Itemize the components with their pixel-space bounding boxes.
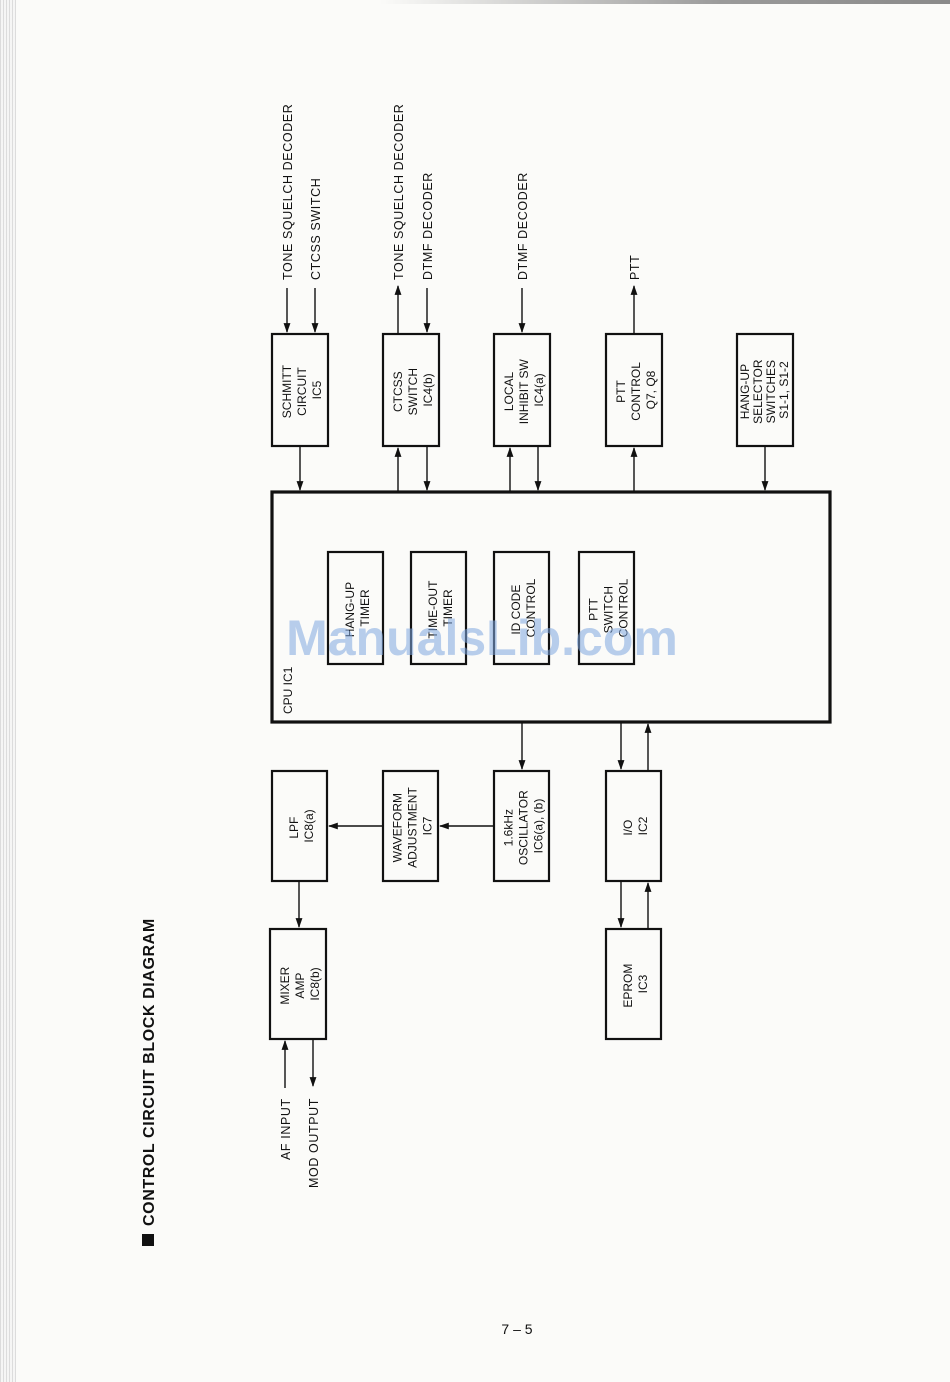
inner-block-ptt-switch-control: PTT SWITCH CONTROL bbox=[577, 550, 636, 666]
waveform-line-1: WAVEFORM bbox=[391, 793, 405, 862]
cpu-label: CPU IC1 bbox=[281, 666, 295, 714]
block-ptt-control: PTT CONTROL Q7, Q8 bbox=[604, 332, 664, 448]
inner-block-id-code-control: ID CODE CONTROL bbox=[492, 550, 551, 666]
block-io: I/O IC2 bbox=[604, 769, 663, 883]
oscillator-line-1: 1.6kHz bbox=[502, 809, 516, 846]
waveform-line-2: ADJUSTMENT bbox=[406, 787, 420, 868]
block-ctcss-switch: CTCSS SWITCH IC4(b) bbox=[381, 332, 441, 448]
connection-wires bbox=[281, 285, 769, 1088]
svg-text:HANG-UP TIMER: HANG-UP TIMER bbox=[343, 579, 372, 637]
ptt-control-line-2: CONTROL bbox=[629, 362, 643, 421]
hangup-selector-line-4: S1-1, S1-2 bbox=[777, 361, 791, 419]
cpu-ic1: CPU IC1 HANG-UP TIMER TIME-OUT TIMER ID … bbox=[270, 490, 832, 724]
svg-text:HANG-UP SELECTOR: HANG-UP SELECTOR SWITCHES S1-1, S1-2 bbox=[738, 356, 791, 424]
eprom-line-2: IC3 bbox=[636, 974, 650, 993]
eprom-line-1: EPROM bbox=[621, 964, 635, 1008]
svg-text:I/O IC2: I/O IC2 bbox=[621, 816, 650, 835]
svg-text:SCHMITT CIRCUIT: SCHMITT CIRCUIT IC5 bbox=[280, 362, 324, 418]
waveform-line-3: IC7 bbox=[421, 816, 435, 835]
watermark: ManualsLib.com bbox=[286, 610, 678, 666]
ctcss-line-3: IC4(b) bbox=[421, 373, 435, 406]
signal-dtmf-decoder-2: DTMF DECODER bbox=[516, 172, 530, 280]
block-eprom: EPROM IC3 bbox=[604, 927, 663, 1041]
signal-dtmf-decoder-1: DTMF DECODER bbox=[421, 172, 435, 280]
hangup-selector-line-3: SWITCHES bbox=[764, 360, 778, 423]
signal-tone-squelch-decoder-2: TONE SQUELCH DECODER bbox=[392, 104, 406, 280]
id-code-line-1: ID CODE bbox=[509, 585, 523, 635]
id-code-line-2: CONTROL bbox=[524, 578, 538, 637]
signal-mod-output: MOD OUTPUT bbox=[307, 1098, 321, 1188]
block-hangup-selector-switches: HANG-UP SELECTOR SWITCHES S1-1, S1-2 bbox=[735, 332, 795, 448]
svg-text:PTT SWITCH: PTT SWITCH CONTROL bbox=[587, 578, 631, 637]
ptt-switch-line-3: CONTROL bbox=[617, 578, 631, 637]
signal-af-input: AF INPUT bbox=[279, 1098, 293, 1160]
scan-edge-top bbox=[380, 0, 950, 4]
ptt-control-line-1: PTT bbox=[614, 380, 628, 403]
block-oscillator: 1.6kHz OSCILLATOR IC6(a), (b) bbox=[492, 769, 551, 883]
hangup-selector-line-1: HANG-UP bbox=[738, 364, 752, 419]
block-schmitt-circuit: SCHMITT CIRCUIT IC5 bbox=[270, 332, 330, 448]
io-line-1: I/O bbox=[621, 820, 635, 836]
inner-block-timeout-timer: TIME-OUT TIMER bbox=[409, 550, 468, 666]
inner-block-hangup-timer: HANG-UP TIMER bbox=[326, 550, 385, 666]
schmitt-line-2: CIRCUIT bbox=[295, 367, 309, 416]
svg-text:LPF IC8(a): LPF IC8(a) bbox=[287, 809, 316, 842]
block-local-inhibit-sw: LOCAL INHIBIT SW IC4(a) bbox=[492, 332, 552, 448]
mixer-line-1: MIXER bbox=[278, 966, 292, 1004]
block-lpf: LPF IC8(a) bbox=[270, 769, 329, 883]
svg-text:CTCSS SWITCH I: CTCSS SWITCH IC4(b) bbox=[391, 365, 435, 416]
local-inhibit-line-1: LOCAL bbox=[502, 371, 516, 411]
ctcss-line-2: SWITCH bbox=[406, 368, 420, 415]
block-mixer-amp: MIXER AMP IC8(b) bbox=[268, 927, 328, 1041]
ptt-switch-line-1: PTT bbox=[587, 598, 601, 621]
oscillator-line-2: OSCILLATOR bbox=[517, 790, 531, 865]
lpf-line-1: LPF bbox=[287, 817, 301, 839]
local-inhibit-line-3: IC4(a) bbox=[532, 373, 546, 406]
oscillator-line-3: IC6(a), (b) bbox=[532, 799, 546, 854]
signal-labels: TONE SQUELCH DECODER CTCSS SWITCH TONE S… bbox=[279, 104, 642, 1188]
svg-text:ID CODE CONTROL: ID CODE CONTROL bbox=[509, 578, 538, 637]
ptt-switch-line-2: SWITCH bbox=[602, 586, 616, 633]
block-waveform-adjustment: WAVEFORM ADJUSTMENT IC7 bbox=[381, 769, 440, 883]
svg-text:EPROM IC3: EPROM IC3 bbox=[621, 960, 650, 1007]
hangup-timer-line-1: HANG-UP bbox=[343, 582, 357, 637]
svg-text:1.6kHz OSCILLATOR: 1.6kHz OSCILLATOR IC6(a), (b) bbox=[502, 787, 546, 865]
hangup-selector-line-2: SELECTOR bbox=[751, 359, 765, 424]
local-inhibit-line-2: INHIBIT SW bbox=[517, 358, 531, 424]
signal-tone-squelch-decoder-1: TONE SQUELCH DECODER bbox=[281, 104, 295, 280]
hangup-timer-line-2: TIMER bbox=[358, 589, 372, 627]
svg-text:LOCAL INHIBIT SW: LOCAL INHIBIT SW IC4(a) bbox=[502, 356, 546, 424]
page-number: 7 – 5 bbox=[501, 1321, 532, 1337]
scan-edge-left bbox=[0, 0, 16, 1382]
svg-text:TIME-OUT TIMER: TIME-OUT TIMER bbox=[426, 577, 455, 638]
signal-ptt: PTT bbox=[628, 255, 642, 280]
svg-text:WAVEFORM ADJUSTMENT: WAVEFORM ADJUSTMENT IC7 bbox=[391, 784, 435, 868]
ptt-control-line-3: Q7, Q8 bbox=[644, 370, 658, 409]
cpu-box bbox=[270, 490, 832, 724]
lpf-line-2: IC8(a) bbox=[302, 809, 316, 842]
title-group: CONTROL CIRCUIT BLOCK DIAGRAM bbox=[141, 918, 158, 1246]
svg-text:MIXER AMP IC8(: MIXER AMP IC8(b) bbox=[278, 963, 322, 1004]
io-line-2: IC2 bbox=[636, 816, 650, 835]
mixer-line-2: AMP bbox=[293, 973, 307, 999]
mixer-line-3: IC8(b) bbox=[308, 967, 322, 1000]
timeout-timer-line-2: TIMER bbox=[441, 589, 455, 627]
schmitt-line-1: SCHMITT bbox=[280, 364, 294, 418]
timeout-timer-line-1: TIME-OUT bbox=[426, 580, 440, 639]
schmitt-line-3: IC5 bbox=[310, 380, 324, 399]
page-title: CONTROL CIRCUIT BLOCK DIAGRAM bbox=[141, 918, 158, 1226]
signal-ctcss-switch: CTCSS SWITCH bbox=[309, 178, 323, 280]
ctcss-line-1: CTCSS bbox=[391, 371, 405, 412]
title-bullet bbox=[142, 1234, 154, 1246]
svg-text:PTT CONTROL Q7: PTT CONTROL Q7, Q8 bbox=[614, 359, 658, 421]
